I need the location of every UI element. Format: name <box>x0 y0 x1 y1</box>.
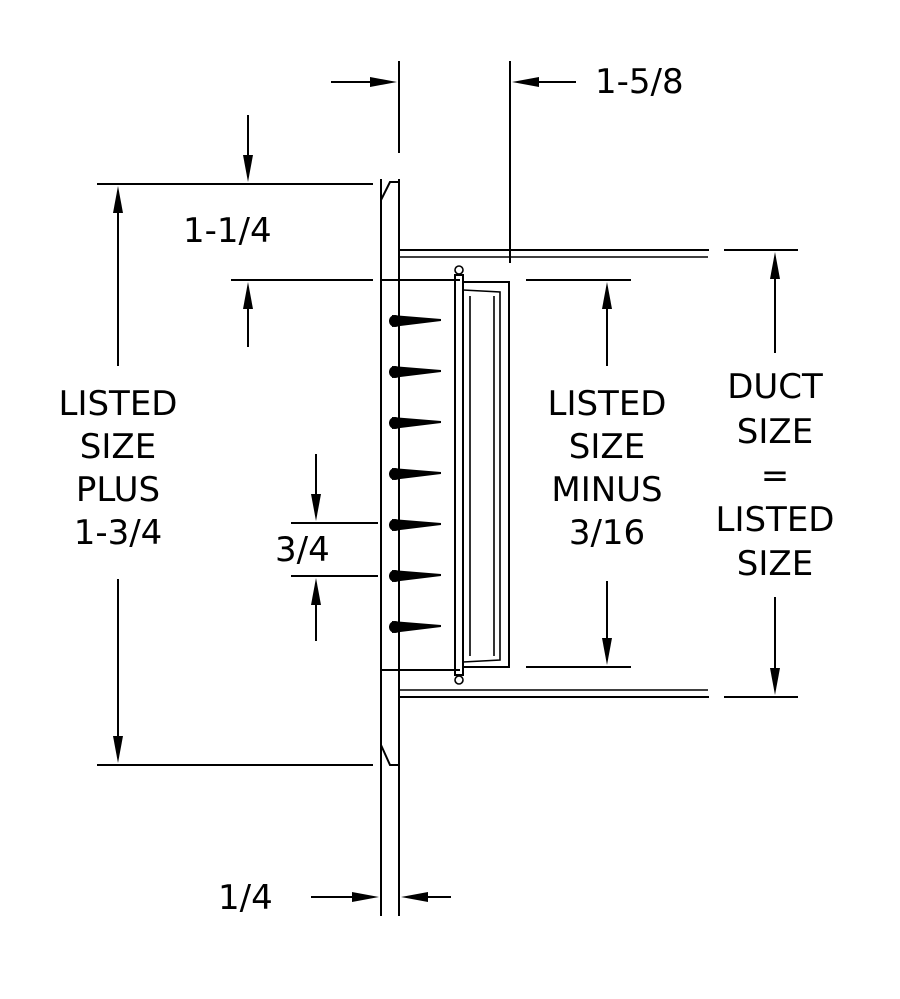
duct-label-line: SIZE <box>737 412 813 452</box>
grille-flange <box>380 179 460 916</box>
overall-label-line: SIZE <box>80 427 156 467</box>
blade <box>392 570 441 582</box>
core-label-line: SIZE <box>569 427 645 467</box>
blade <box>392 366 441 378</box>
core-label-line: 3/16 <box>569 513 645 553</box>
core-label-line: MINUS <box>551 470 662 510</box>
louver-blades <box>389 315 441 633</box>
dim-face-depth: 1-5/8 <box>331 61 684 263</box>
dim-frame-thickness: 1/4 <box>218 878 451 918</box>
dim-duct-size: DUCT SIZE = LISTED SIZE <box>716 249 835 698</box>
overall-label-line: LISTED <box>59 384 178 424</box>
blade <box>392 621 441 633</box>
dim-label-top-border: 1-1/4 <box>183 211 272 251</box>
duct-label-line: SIZE <box>737 544 813 584</box>
dim-blade-spacing: 3/4 <box>275 454 378 641</box>
blade <box>392 468 441 480</box>
duct-walls <box>398 181 709 766</box>
overall-label-line: PLUS <box>76 470 160 510</box>
duct-label-line: DUCT <box>727 367 823 407</box>
blade <box>392 417 441 429</box>
dim-label-face-depth: 1-5/8 <box>595 62 684 102</box>
overall-label-line: 1-3/4 <box>74 513 163 553</box>
blade <box>392 519 441 531</box>
duct-label-line: LISTED <box>716 500 835 540</box>
duct-label-line: = <box>761 456 790 496</box>
dim-label-frame-thickness: 1/4 <box>218 878 273 918</box>
blade <box>392 315 441 327</box>
core-frame <box>454 265 510 685</box>
dim-overall-height: LISTED SIZE PLUS 1-3/4 <box>59 186 373 766</box>
dim-top-border: 1-1/4 <box>97 115 373 347</box>
core-label-line: LISTED <box>548 384 667 424</box>
dim-label-blade-spacing: 3/4 <box>275 530 330 570</box>
dim-core-size: LISTED SIZE MINUS 3/16 <box>526 279 667 668</box>
